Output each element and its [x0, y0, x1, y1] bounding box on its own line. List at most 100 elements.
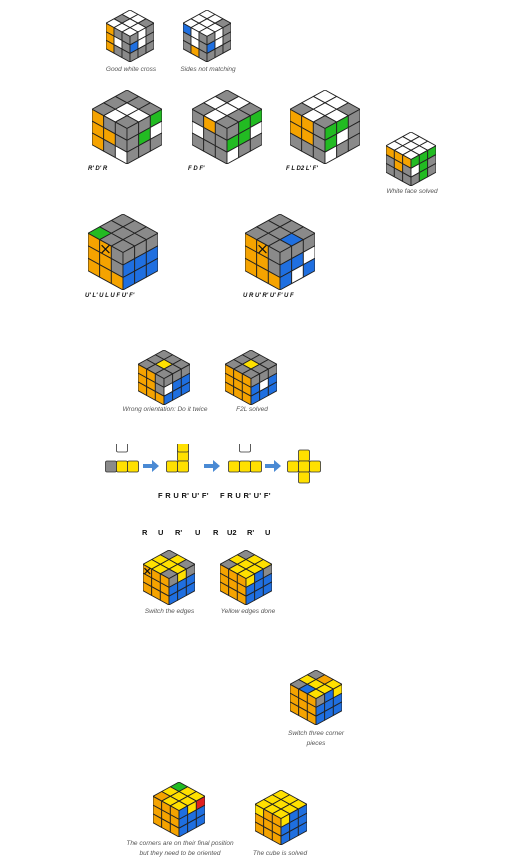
- cube-switch-corners: [290, 670, 342, 725]
- cross-mark: [258, 244, 267, 254]
- caption-cube-solved: The cube is solved: [252, 850, 308, 857]
- oll-edge: [177, 444, 189, 453]
- cube-wrong-orientation: [138, 350, 190, 405]
- move-6: U2: [227, 528, 237, 537]
- oll-cross-sequence: [105, 444, 321, 484]
- right-sticker: [145, 39, 154, 54]
- move-2: U: [158, 528, 164, 537]
- right-sticker: [195, 804, 205, 820]
- algorithm-5: U R U' R' U' F' U F: [243, 293, 294, 299]
- cube-f2l-solved: [225, 350, 277, 405]
- right-sticker: [302, 245, 315, 266]
- oll-algorithm-1: F R U R' U' F': [158, 491, 209, 500]
- right-sticker: [195, 795, 205, 811]
- right-sticker: [145, 31, 154, 46]
- right-sticker: [267, 381, 277, 396]
- left-sticker: [198, 48, 208, 62]
- cube-white-face-solved: [386, 132, 436, 186]
- caption-corners-final-line1: The corners are on their final position: [126, 840, 234, 847]
- left-sticker: [169, 822, 180, 837]
- right-sticker: [149, 120, 162, 140]
- caption-yellow-edges-done: Yellow edges done: [220, 608, 276, 615]
- caption-wrong-orientation: Wrong orientation: Do it twice: [122, 406, 208, 413]
- move-8: U: [265, 528, 271, 537]
- cube-case-1: [92, 90, 162, 164]
- right-sticker: [149, 108, 162, 128]
- right-sticker: [249, 108, 262, 128]
- right-sticker: [180, 381, 190, 396]
- oll-sticker: [298, 449, 310, 462]
- left-sticker: [271, 830, 282, 845]
- right-sticker: [145, 245, 158, 266]
- oll-sticker: [116, 460, 128, 473]
- cube-sides-not-matching: [183, 10, 231, 62]
- cube-solved: [255, 790, 307, 845]
- arrow-icon: [143, 460, 159, 472]
- oll-sticker: [228, 460, 240, 473]
- cube-case-3: [290, 90, 360, 164]
- arrow-icon: [265, 460, 281, 472]
- right-sticker: [427, 154, 436, 169]
- cross-mark: [144, 567, 151, 575]
- right-sticker: [332, 701, 342, 716]
- left-sticker: [154, 390, 165, 405]
- oll-sticker: [239, 460, 251, 473]
- left-sticker: [214, 145, 228, 164]
- left-sticker: [159, 590, 170, 605]
- left-sticker: [110, 270, 124, 290]
- right-sticker: [332, 683, 342, 699]
- caption-corners-final-line2: but they need to be oriented: [139, 850, 221, 857]
- right-sticker: [149, 132, 162, 152]
- right-sticker: [222, 39, 231, 54]
- left-sticker: [267, 270, 281, 290]
- cross-mark: [101, 244, 110, 254]
- right-sticker: [145, 22, 154, 37]
- left-sticker: [402, 172, 412, 186]
- algorithm-1: R' D' R: [88, 166, 108, 172]
- oll-sticker: [298, 460, 310, 473]
- oll-sticker: [287, 460, 299, 473]
- caption-switch-edges: Switch the edges: [144, 608, 195, 615]
- right-sticker: [145, 232, 158, 253]
- caption-good-white-cross: Good white cross: [105, 66, 157, 73]
- right-sticker: [145, 257, 158, 278]
- oll-edge: [239, 444, 251, 453]
- caption-sides-not-matching: Sides not matching: [180, 66, 236, 73]
- right-sticker: [249, 132, 262, 152]
- right-sticker: [267, 372, 277, 388]
- right-sticker: [195, 813, 205, 828]
- oll-edge: [116, 444, 128, 453]
- oll-sticker: [250, 460, 262, 473]
- right-sticker: [332, 692, 342, 708]
- cube-switch-edges: [143, 550, 195, 605]
- right-sticker: [222, 31, 231, 46]
- cube-case-2: [192, 90, 262, 164]
- caption-white-face-solved: White face solved: [386, 188, 438, 195]
- right-sticker: [347, 132, 360, 152]
- cube-yellow-edges-done: [220, 550, 272, 605]
- move-7: R': [247, 528, 255, 537]
- caption-switch-corners-line2: pieces: [306, 740, 326, 747]
- move-5: R: [213, 528, 219, 537]
- right-sticker: [180, 372, 190, 388]
- oll-sticker: [127, 460, 139, 473]
- left-sticker: [306, 710, 317, 725]
- right-sticker: [427, 145, 436, 160]
- right-sticker: [262, 563, 272, 579]
- cube-f2l-left: [88, 214, 158, 290]
- right-sticker: [185, 581, 195, 596]
- cube-good-white-cross: [106, 10, 154, 62]
- right-sticker: [267, 363, 277, 379]
- left-sticker: [241, 390, 252, 405]
- left-sticker: [236, 590, 247, 605]
- algorithm-3: F L D2 L' F': [286, 166, 318, 172]
- left-sticker: [114, 145, 128, 164]
- right-sticker: [347, 120, 360, 140]
- right-sticker: [297, 803, 307, 819]
- caption-switch-corners-line1: Switch three corner: [288, 730, 344, 737]
- right-sticker: [249, 120, 262, 140]
- caption-f2l-solved: F2L solved: [236, 406, 268, 413]
- move-3: R': [175, 528, 183, 537]
- algorithm-2: F D F': [188, 166, 205, 172]
- right-sticker: [297, 821, 307, 836]
